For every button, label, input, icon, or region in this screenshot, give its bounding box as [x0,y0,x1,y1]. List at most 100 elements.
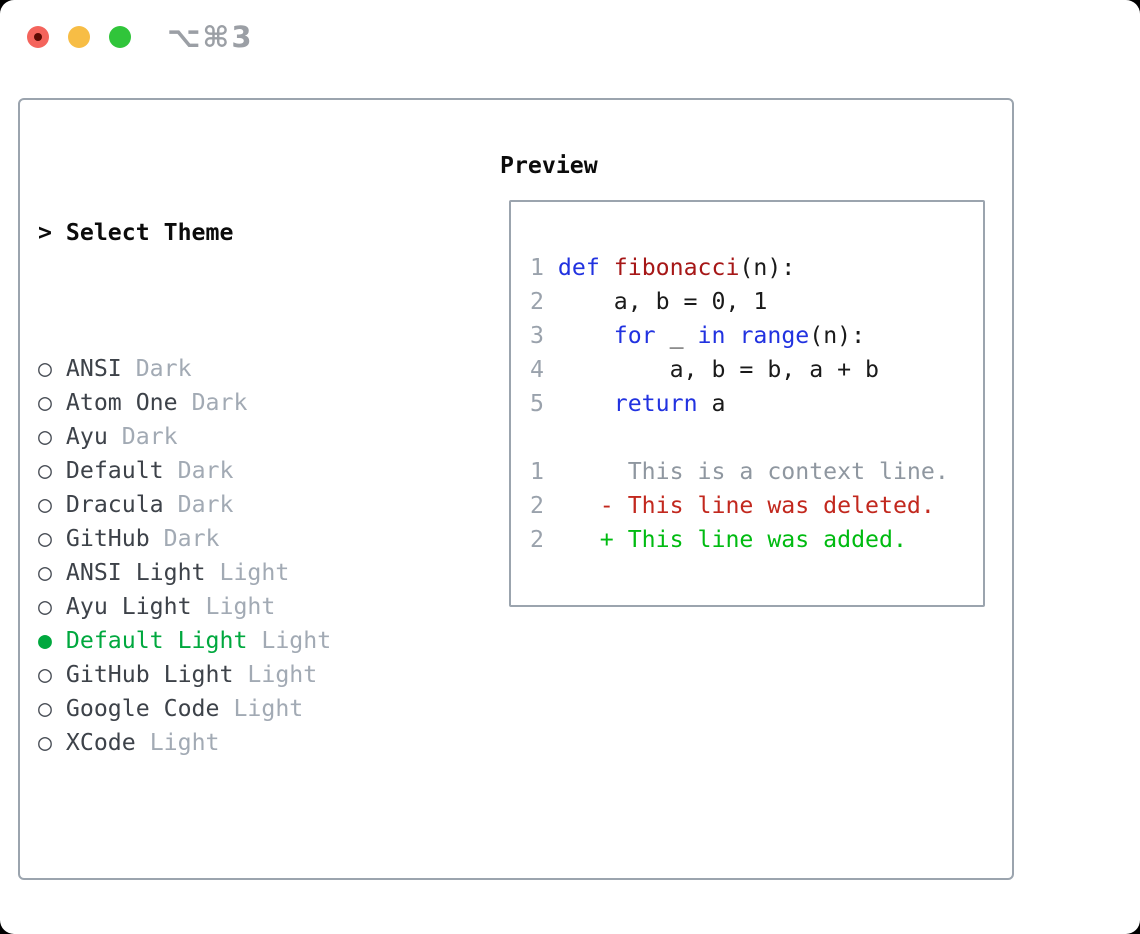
code-token-function: fibonacci [613,254,740,281]
code-token-plain: a [697,390,726,417]
close-badge-icon [34,33,42,41]
code-token-plain: (n): [739,254,796,281]
line-number: 1 [530,254,558,281]
code-token-deleted: - This line was deleted. [557,492,935,519]
radio-unselected-icon: ○ [38,389,66,416]
code-token-plain [558,322,614,349]
code-token-context: This is a context line. [557,458,949,485]
code-token-keyword: range [739,322,810,349]
code-token-plain [600,254,614,281]
code-token-plain [558,390,614,417]
theme-item-default[interactable]: ○ Default Dark [38,454,429,488]
theme-name: XCode [65,729,136,756]
radio-unselected-icon: ○ [38,457,66,484]
code-token-keyword: return [613,390,698,417]
code-token-keyword: for [613,322,656,349]
radio-unselected-icon: ○ [38,729,66,756]
theme-picker-panel: > Select Theme ○ ANSI Dark○ Atom One Dar… [18,98,1014,880]
theme-variant: Light [205,559,290,586]
line-number: 2 [530,492,558,519]
theme-item-xcode[interactable]: ○ XCode Light [38,726,429,760]
theme-name: ANSI Light [65,559,206,586]
line-number [530,424,558,451]
radio-unselected-icon: ○ [38,355,66,382]
theme-list-title: Select Theme [65,219,234,246]
theme-name: Google Code [65,695,220,722]
code-token-plain: a, b = b, a + b [557,356,880,383]
theme-name: Ayu Light [65,593,192,620]
theme-variant: Dark [121,355,192,382]
radio-unselected-icon: ○ [38,491,66,518]
code-token-plain: (n): [809,322,866,349]
code-line: 1 def fibonacci(n): [530,251,949,285]
theme-variant: Light [135,729,220,756]
theme-variant: Light [219,695,304,722]
theme-item-dracula[interactable]: ○ Dracula Dark [38,488,429,522]
theme-name: Ayu [65,423,108,450]
code-line: 4 a, b = b, a + b [530,353,949,387]
theme-name: Default Light [65,627,248,654]
code-token-keyword: in [697,322,726,349]
line-number: 5 [530,390,558,417]
theme-item-ansi[interactable]: ○ ANSI Dark [38,352,429,386]
theme-name: Dracula [65,491,164,518]
code-token-plain [725,322,739,349]
preview-title: Preview [500,152,598,179]
code-line: 5 return a [530,387,949,421]
code-line: 2 a, b = 0, 1 [530,285,949,319]
theme-item-ayu[interactable]: ○ Ayu Dark [38,420,429,454]
theme-variant: Dark [163,491,234,518]
minimize-button[interactable] [68,26,90,48]
line-number: 4 [530,356,558,383]
theme-variant: Dark [177,389,248,416]
theme-item-github[interactable]: ○ GitHub Dark [38,522,429,556]
line-number: 3 [530,322,558,349]
theme-name: GitHub Light [65,661,234,688]
theme-name: Default [65,457,164,484]
code-token-plain: a, b = 0, 1 [557,288,768,315]
code-line: 2 - This line was deleted. [530,489,949,523]
theme-item-ayu-light[interactable]: ○ Ayu Light Light [38,590,429,624]
window-shortcut-label: ⌥⌘3 [167,20,254,54]
radio-unselected-icon: ○ [38,695,66,722]
theme-variant: Dark [149,525,220,552]
theme-item-default-light[interactable]: ● Default Light Light [38,624,429,658]
radio-unselected-icon: ○ [38,423,66,450]
theme-name: ANSI [65,355,122,382]
theme-variant: Dark [107,423,178,450]
radio-unselected-icon: ○ [38,525,66,552]
window-controls [27,26,131,48]
focus-caret-icon: > [38,219,66,246]
radio-unselected-icon: ○ [38,559,66,586]
zoom-button[interactable] [109,26,131,48]
theme-name: GitHub [65,525,150,552]
code-token-added: + This line was added. [557,526,907,553]
line-number: 2 [530,288,558,315]
theme-list: ○ ANSI Dark○ Atom One Dark○ Ayu Dark○ De… [38,352,429,760]
code-token-keyword: def [557,254,600,281]
theme-variant: Dark [163,457,234,484]
line-number: 2 [530,526,558,553]
code-line: 3 for _ in range(n): [530,319,949,353]
code-line [530,421,949,455]
close-button[interactable] [27,26,49,48]
theme-item-atom-one[interactable]: ○ Atom One Dark [38,386,429,420]
code-line: 1 This is a context line. [530,455,949,489]
theme-variant: Light [233,661,318,688]
spacer [38,862,429,896]
code-line: 2 + This line was added. [530,523,949,557]
theme-item-github-light[interactable]: ○ GitHub Light Light [38,658,429,692]
theme-name: Atom One [65,389,178,416]
theme-list-heading: > Select Theme [38,216,429,250]
theme-variant: Light [247,627,332,654]
radio-selected-icon: ● [38,627,66,654]
theme-item-ansi-light[interactable]: ○ ANSI Light Light [38,556,429,590]
selector-column: > Select Theme ○ ANSI Dark○ Atom One Dar… [38,148,429,934]
radio-unselected-icon: ○ [38,661,66,688]
theme-item-google-code[interactable]: ○ Google Code Light [38,692,429,726]
theme-variant: Light [191,593,276,620]
line-number: 1 [530,458,558,485]
radio-unselected-icon: ○ [38,593,66,620]
